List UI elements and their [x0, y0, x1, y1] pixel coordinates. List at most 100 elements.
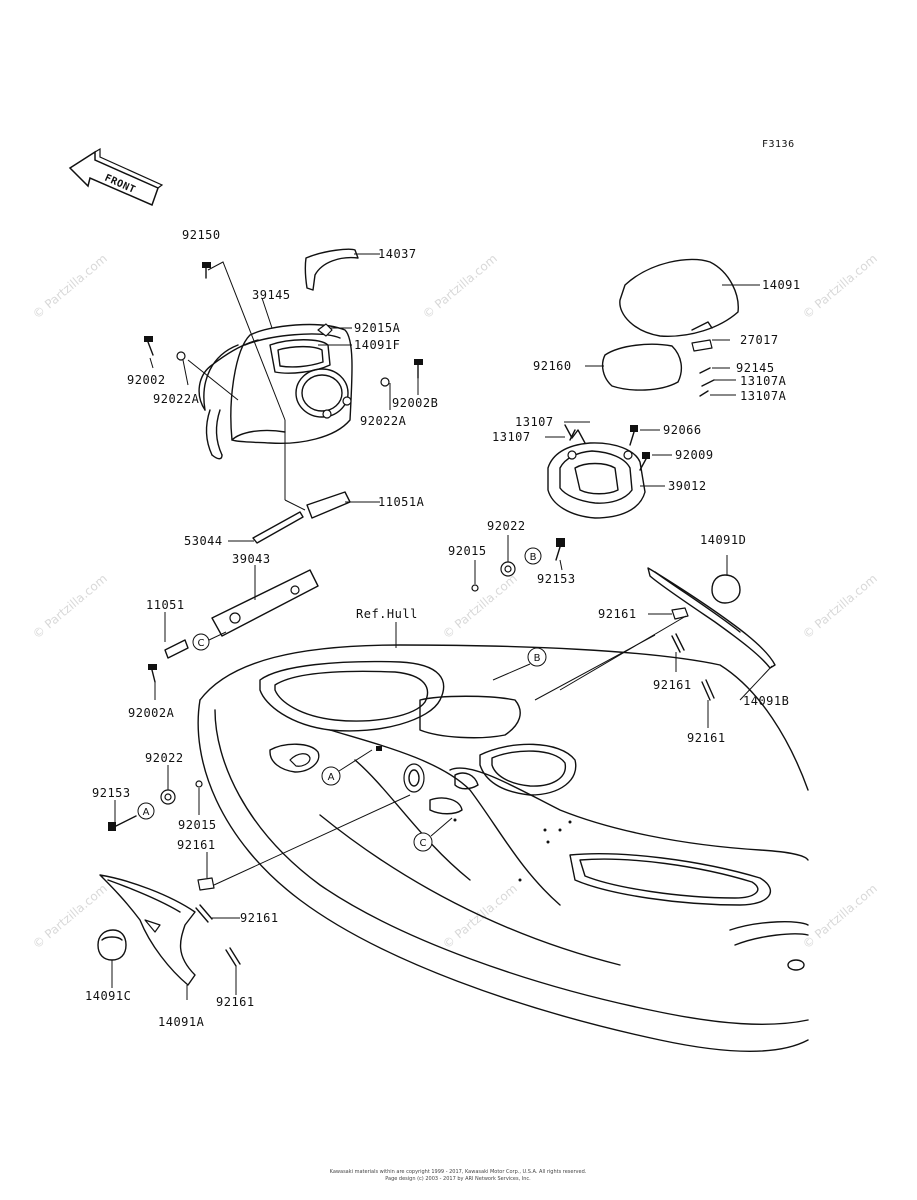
callout-a-small [137, 802, 155, 820]
bolt-92002a [148, 664, 157, 683]
part-92015a [317, 323, 333, 337]
bolt-92153-mid [555, 538, 565, 561]
callout-a-label: A [328, 772, 335, 783]
clip-92161-d [671, 607, 689, 620]
bolt-92002 [144, 336, 154, 356]
label-92160: 92160 [533, 359, 572, 373]
label-92022-left: 92022 [145, 751, 184, 765]
label-92161-f: 92161 [687, 731, 726, 745]
part-14037 [304, 248, 359, 291]
label-14037: 14037 [378, 247, 417, 261]
label-39145: 39145 [252, 288, 291, 302]
callout-c-small [192, 633, 210, 651]
part-14091a [99, 874, 196, 986]
watermark: © Partzilla.com [30, 571, 110, 641]
bolt-92009 [639, 452, 650, 471]
label-92009: 92009 [675, 448, 714, 462]
label-14091: 14091 [762, 278, 801, 292]
bolt-92150 [202, 262, 211, 279]
label-92161-d: 92161 [598, 607, 637, 621]
label-27017: 27017 [740, 333, 779, 347]
part-14091 [619, 258, 739, 337]
part-92160 [601, 343, 683, 391]
nut-92015-left [195, 780, 203, 788]
callout-a-small-label: A [143, 807, 150, 818]
label-53044: 53044 [184, 534, 223, 548]
callout-b-small-label: B [530, 552, 537, 563]
label-39043: 39043 [232, 552, 271, 566]
front-arrow-icon: FRONT [68, 147, 164, 207]
label-92161-b: 92161 [240, 911, 279, 925]
callout-b-label: B [534, 653, 541, 664]
bolt-92066 [629, 425, 638, 446]
part-27017 [691, 339, 713, 352]
clip-92161-c [225, 947, 241, 967]
label-14091b: 14091B [743, 694, 789, 708]
part-14091b [647, 567, 776, 669]
clip-92161-e [671, 633, 685, 653]
footer-design: Page design (c) 2003 - 2017 by ARI Netwo… [385, 1176, 531, 1182]
part-13107a-a [701, 379, 715, 387]
label-14091a: 14091A [158, 1015, 205, 1029]
label-92153-left: 92153 [92, 786, 131, 800]
washer-92022a-left [176, 351, 186, 361]
label-92015-mid: 92015 [448, 544, 487, 558]
callout-c-small-label: C [198, 638, 205, 649]
spring-13107-b [569, 429, 576, 441]
label-92161-a: 92161 [177, 838, 216, 852]
label-14091d: 14091D [700, 533, 746, 547]
bolt-92153-left [108, 815, 137, 831]
callout-b [527, 647, 547, 667]
label-92015-left: 92015 [178, 818, 217, 832]
hull-reference [197, 644, 809, 1052]
label-13107a-b: 13107A [740, 389, 787, 403]
bolt-92002b [414, 359, 423, 379]
part-39043 [211, 569, 319, 637]
label-11051a: 11051A [378, 495, 425, 509]
watermark: © Partzilla.com [440, 571, 520, 641]
callout-b-small [524, 547, 542, 565]
label-92066: 92066 [663, 423, 702, 437]
part-92145 [699, 367, 711, 374]
callout-c-label: C [420, 838, 427, 849]
clip-92161-b [195, 904, 213, 923]
label-92015a: 92015A [354, 321, 401, 335]
label-92150: 92150 [182, 228, 221, 242]
nut-92015-mid [471, 584, 479, 592]
label-92161-c: 92161 [216, 995, 255, 1009]
label-14091f: 14091F [354, 338, 400, 352]
label-92002a: 92002A [128, 706, 175, 720]
label-92022a-right: 92022A [360, 414, 407, 428]
part-labels: 14037 92150 39145 92015A 14091F 92002 92… [85, 228, 801, 1029]
label-14091c: 14091C [85, 989, 131, 1003]
label-92022-mid: 92022 [487, 519, 526, 533]
watermark: © Partzilla.com [420, 251, 500, 321]
watermark: © Partzilla.com [30, 251, 110, 321]
watermark: © Partzilla.com [440, 881, 520, 951]
spring-13107-a [564, 424, 586, 444]
label-92145: 92145 [736, 361, 775, 375]
label-13107a-a: 13107A [740, 374, 787, 388]
label-92002b: 92002B [392, 396, 438, 410]
part-39012 [547, 442, 646, 519]
label-92002: 92002 [127, 373, 166, 387]
callout-c [413, 832, 433, 852]
clip-92161-a [197, 877, 215, 891]
footer-copyright: Kawasaki materials within are copyright … [330, 1169, 587, 1175]
part-14091d [711, 574, 741, 604]
label-39012: 39012 [668, 479, 707, 493]
label-92161-e: 92161 [653, 678, 692, 692]
clip-92161-f [701, 679, 715, 701]
watermark: © Partzilla.com [800, 881, 880, 951]
label-92022a-left: 92022A [153, 392, 200, 406]
watermark: © Partzilla.com [800, 251, 880, 321]
ref-hull-label: Ref.Hull [356, 607, 418, 621]
part-14091c [97, 929, 127, 961]
part-11051 [164, 639, 189, 659]
part-53044 [252, 511, 304, 544]
label-11051: 11051 [146, 598, 185, 612]
watermark: © Partzilla.com [800, 571, 880, 641]
part-11051a [306, 491, 351, 519]
instrument-cover-39145 [198, 323, 353, 460]
